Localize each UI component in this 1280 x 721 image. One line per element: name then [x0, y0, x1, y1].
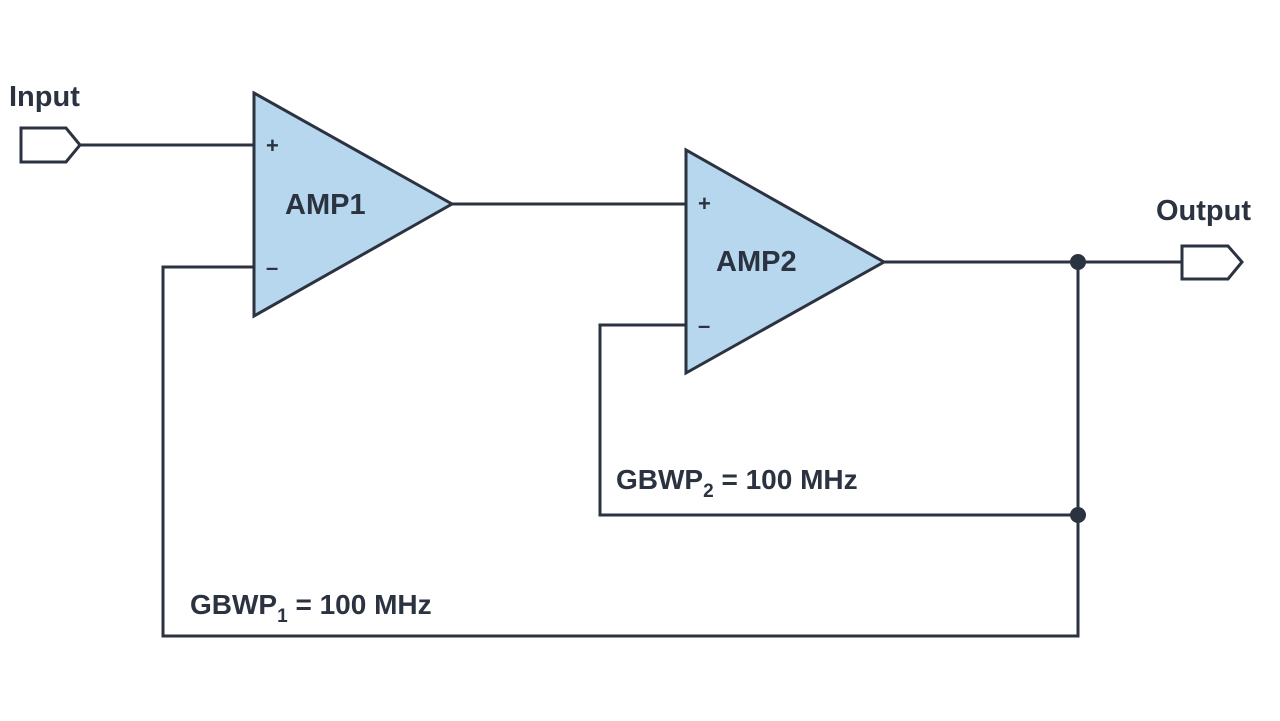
gbwp2-value: = 100 MHz: [714, 464, 858, 495]
amp2-minus-sign: –: [698, 313, 710, 338]
gbwp2-prefix: GBWP: [616, 464, 703, 495]
amp2-label: AMP2: [716, 246, 797, 278]
amp1-triangle-icon: [252, 90, 456, 319]
gbwp2-annotation: GBWP2 = 100 MHz: [616, 464, 858, 502]
gbwp2-subscript: 2: [703, 481, 714, 502]
amp1-minus-sign: –: [266, 255, 278, 280]
gbwp1-annotation: GBWP1 = 100 MHz: [190, 589, 432, 627]
gbwp1-subscript: 1: [277, 606, 288, 627]
input-port-icon: [19, 126, 82, 164]
output-port-icon: [1180, 244, 1244, 281]
amp2-plus-sign: +: [698, 191, 711, 216]
output-label: Output: [1156, 195, 1251, 227]
gbwp1-prefix: GBWP: [190, 589, 277, 620]
amp1: + – AMP1: [252, 90, 456, 319]
amp1-feedback-wire: [161, 262, 1080, 638]
amp1-label: AMP1: [285, 189, 366, 221]
amp2: + – AMP2: [684, 147, 888, 376]
amp2-feedback-wire: [598, 323, 1078, 517]
gbwp1-value: = 100 MHz: [288, 589, 432, 620]
output-junction-dot: [1070, 254, 1086, 270]
amp2-triangle-icon: [684, 147, 888, 376]
amp1-plus-sign: +: [266, 133, 279, 158]
feedback-junction-dot: [1070, 507, 1086, 523]
input-label: Input: [9, 81, 80, 113]
